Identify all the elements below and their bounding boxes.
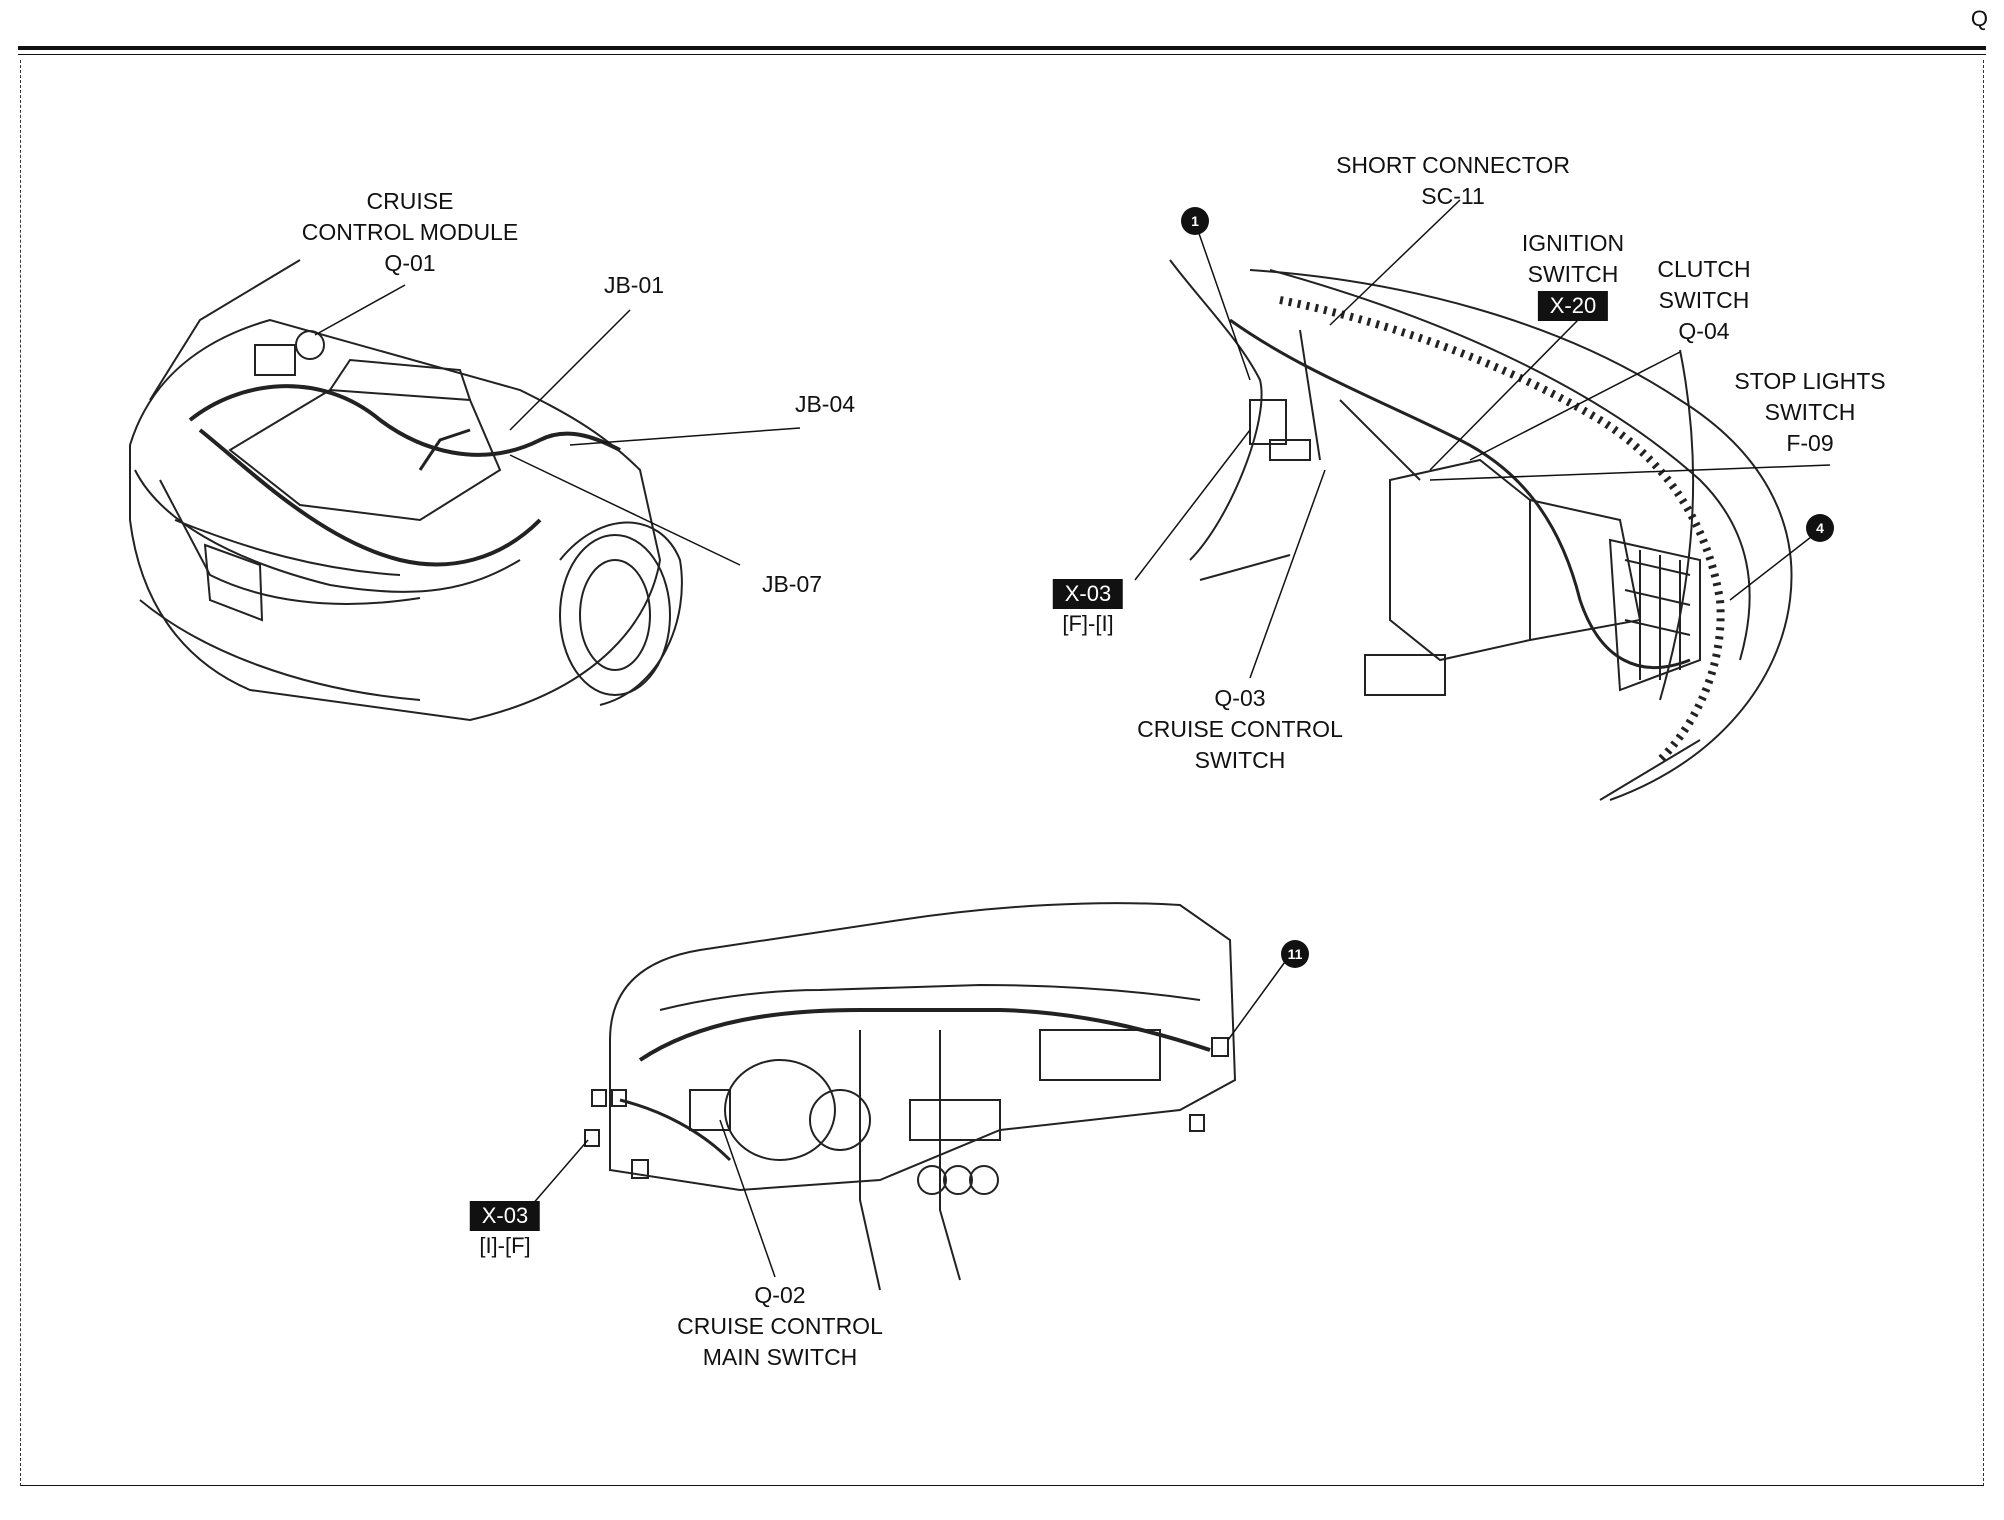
main-switch-code: Q-02: [754, 1282, 806, 1308]
main-switch-line1: CRUISE CONTROL: [677, 1313, 883, 1339]
x03-dash-label: X-03 [I]-[F]: [469, 1200, 541, 1261]
stop-lights-label: STOP LIGHTS SWITCH F-09: [1734, 366, 1885, 459]
cruise-switch-code: Q-03: [1214, 685, 1266, 711]
main-switch-line2: MAIN SWITCH: [702, 1344, 858, 1370]
clutch-switch-label: CLUTCH SWITCH Q-04: [1657, 254, 1750, 347]
ground-marker-4: 4: [1806, 514, 1834, 542]
cruise-module-line2: CONTROL MODULE: [301, 219, 519, 245]
cruise-module-line1: CRUISE: [366, 188, 454, 214]
ignition-switch-label: IGNITION SWITCH X-20: [1522, 228, 1624, 321]
clutch-line2: SWITCH: [1658, 287, 1750, 313]
stop-lights-line2: SWITCH: [1764, 399, 1856, 425]
short-connector-label: SHORT CONNECTOR SC-11: [1336, 150, 1570, 212]
dashboard-drawing: [584, 902, 1237, 1291]
x03-dash-tag: X-03: [469, 1201, 541, 1231]
cruise-switch-line2: SWITCH: [1194, 747, 1286, 773]
stop-lights-line1: STOP LIGHTS: [1734, 368, 1886, 394]
ignition-tag: X-20: [1537, 291, 1609, 321]
cruise-switch-label: Q-03 CRUISE CONTROL SWITCH: [1137, 683, 1343, 776]
short-connector-line1: SHORT CONNECTOR: [1336, 152, 1570, 178]
cruise-module-code: Q-01: [384, 250, 436, 276]
cruise-module-label: CRUISE CONTROL MODULE Q-01: [302, 186, 518, 279]
ground-marker-1: 1: [1181, 207, 1209, 235]
x03-cabin-tag: X-03: [1052, 579, 1124, 609]
cabin-drawing: [1169, 259, 1793, 801]
x03-cabin-label: X-03 [F]-[I]: [1052, 578, 1124, 639]
header-rule-thin: [18, 54, 1986, 55]
page-letter: Q: [1970, 6, 1988, 31]
engine-bay-drawing: [129, 259, 683, 722]
jb07-label: JB-07: [761, 571, 823, 597]
ground-marker-11: 11: [1281, 940, 1309, 968]
clutch-code: Q-04: [1678, 318, 1730, 344]
x03-dash-sub: [I]-[F]: [479, 1233, 531, 1258]
header-rule: [18, 46, 1986, 50]
stop-lights-code: F-09: [1786, 430, 1834, 456]
ignition-line1: IGNITION: [1521, 230, 1625, 256]
jb01-label: JB-01: [603, 272, 665, 298]
leader-lines: [314, 199, 1831, 1278]
ignition-line2: SWITCH: [1527, 261, 1619, 287]
short-connector-code: SC-11: [1421, 183, 1485, 209]
diagram-frame: [20, 60, 1984, 1486]
clutch-line1: CLUTCH: [1657, 256, 1751, 282]
cruise-switch-line1: CRUISE CONTROL: [1137, 716, 1343, 742]
main-switch-label: Q-02 CRUISE CONTROL MAIN SWITCH: [677, 1280, 883, 1373]
x03-cabin-sub: [F]-[I]: [1062, 611, 1114, 636]
jb04-label: JB-04: [794, 391, 856, 417]
